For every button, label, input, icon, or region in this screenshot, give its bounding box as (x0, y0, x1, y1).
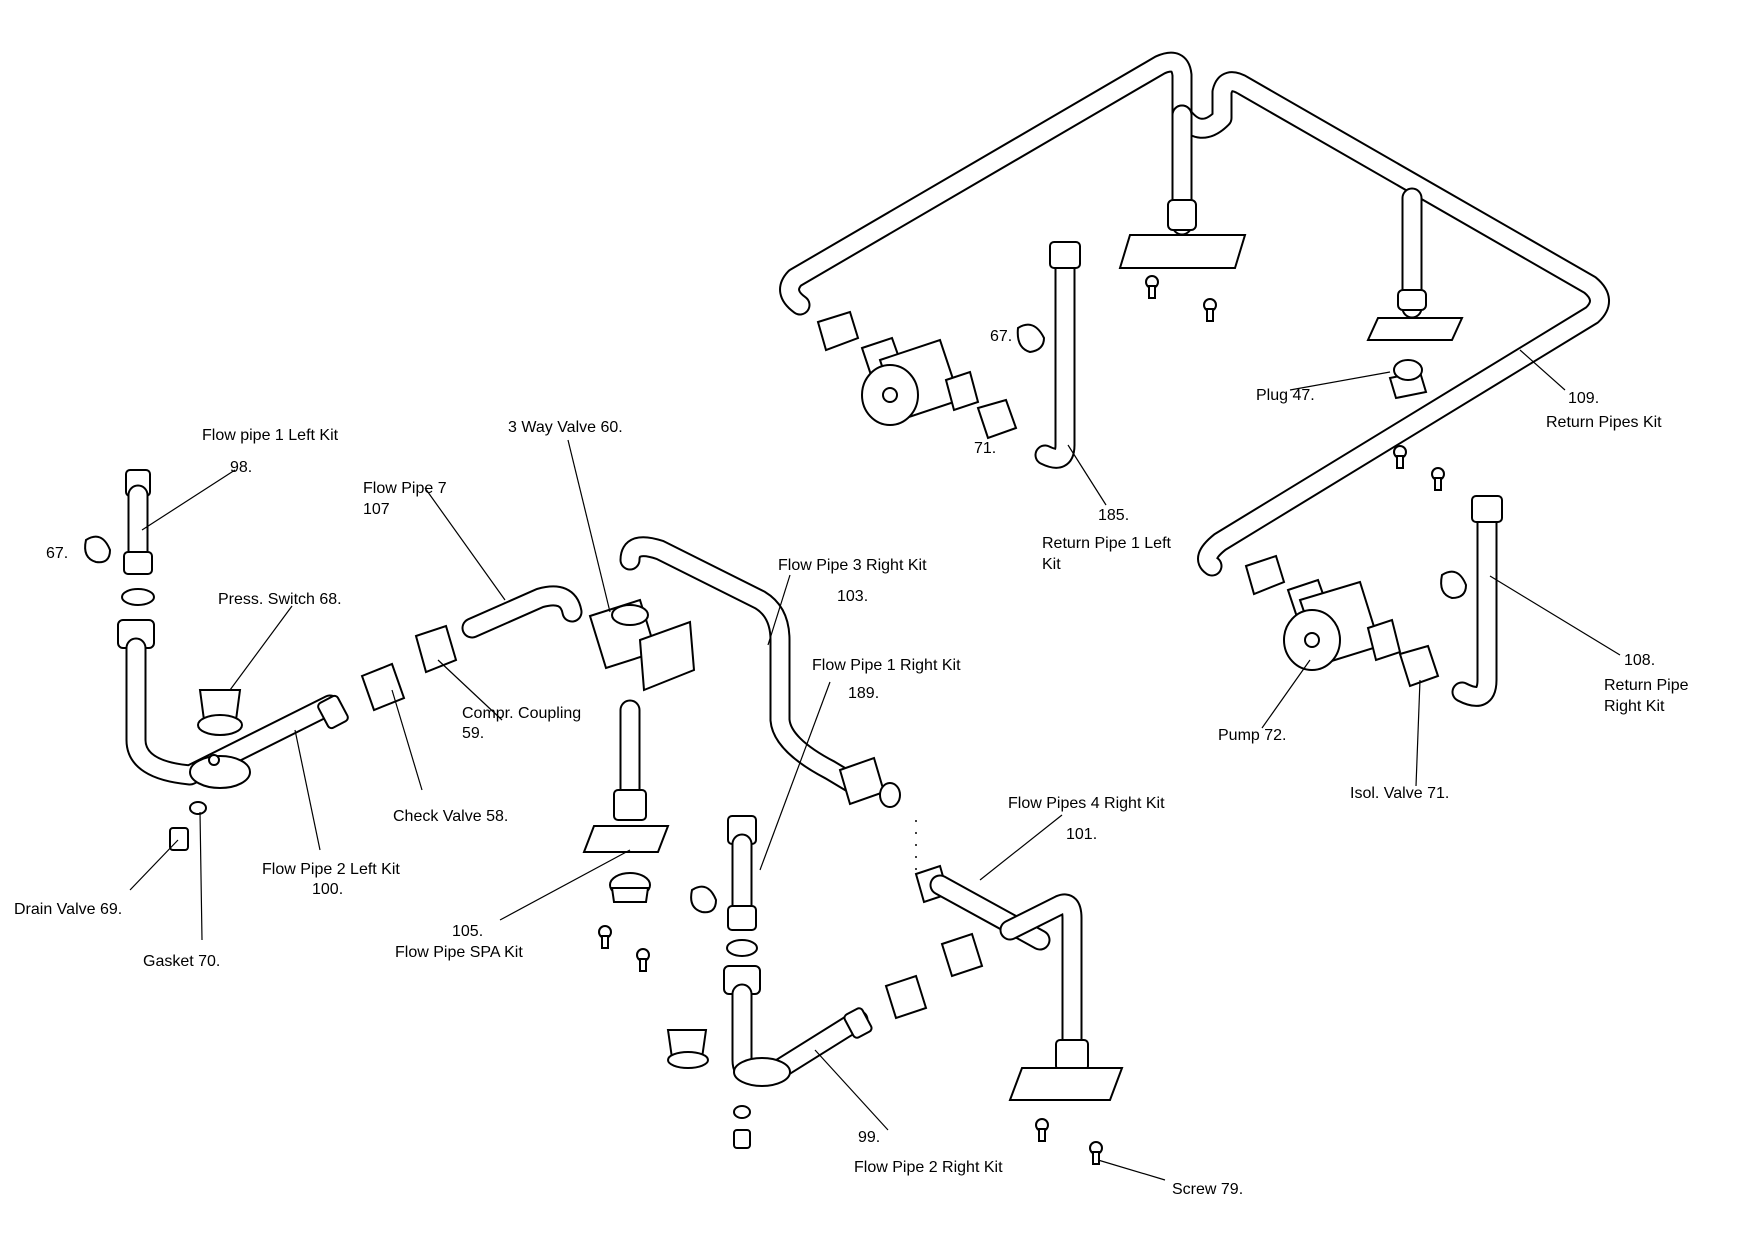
label-return-pipe-1-left-kit-1: Return Pipe 1 Left (1042, 535, 1172, 552)
compression-coupling-icon (940, 932, 984, 978)
screw-icon (1393, 445, 1407, 469)
label-185: 185. (1098, 507, 1129, 524)
label-59: 59. (462, 725, 484, 742)
label-return-pipes-kit: Return Pipes Kit (1546, 414, 1662, 431)
check-valve-icon (884, 974, 928, 1020)
screw-icon (636, 948, 650, 972)
flow-pipe-2-right (723, 965, 873, 1087)
label-plug: Plug 47. (1256, 387, 1315, 404)
plug-icon (1388, 359, 1428, 400)
drain-valve-icon (169, 827, 189, 851)
pressure-switch-icon (666, 1029, 709, 1069)
label-pump: Pump 72. (1218, 727, 1286, 744)
leader-lines (129, 349, 1621, 1181)
label-return-pipe-right-kit-1: Return Pipe (1604, 677, 1689, 694)
label-3-way-valve: 3 Way Valve 60. (508, 419, 623, 436)
clip-icon (690, 885, 718, 914)
check-valve-icon (360, 662, 406, 712)
label-67-left: 67. (46, 545, 68, 562)
clip-icon (1440, 570, 1468, 600)
flow-pipe-1-left (121, 469, 155, 606)
screw-icon (1145, 275, 1159, 299)
label-flow-pipe-spa-kit: Flow Pipe SPA Kit (395, 944, 523, 961)
screw-icon (598, 925, 612, 949)
flow-pipe-1-right (726, 815, 758, 957)
label-101: 101. (1066, 826, 1097, 843)
return-pipe-1-left (1034, 241, 1081, 469)
flow-pipe-spa (582, 699, 670, 903)
label-gasket: Gasket 70. (143, 953, 220, 970)
label-108: 108. (1624, 652, 1655, 669)
pump-assembly-right (1244, 554, 1440, 688)
label-isol-valve: Isol. Valve 71. (1350, 785, 1449, 802)
label-103: 103. (837, 588, 868, 605)
return-pipes-kit (779, 51, 1610, 577)
screw-icon (1203, 298, 1217, 322)
label-109: 109. (1568, 390, 1599, 407)
gasket-icon (189, 801, 207, 815)
label-flow-pipe-1-left-kit: Flow pipe 1 Left Kit (202, 427, 339, 444)
screw-icon (1035, 1118, 1049, 1142)
three-way-valve-icon (588, 598, 696, 692)
screw-icon (1431, 467, 1445, 491)
label-compr-coupling: Compr. Coupling (462, 705, 581, 722)
label-107: 107 (363, 501, 390, 518)
label-flow-pipe-1-right-kit: Flow Pipe 1 Right Kit (812, 657, 961, 674)
pressure-switch-icon (197, 689, 243, 736)
label-press-switch: Press. Switch 68. (218, 591, 342, 608)
label-105: 105. (452, 923, 483, 940)
label-drain-valve: Drain Valve 69. (14, 901, 122, 918)
riser-flange-right (1366, 317, 1464, 341)
label-99: 99. (858, 1129, 880, 1146)
label-screw: Screw 79. (1172, 1181, 1243, 1198)
flow-pipe-7 (461, 585, 583, 639)
label-flow-pipe-2-left-kit: Flow Pipe 2 Left Kit (262, 861, 400, 878)
compression-coupling-icon (414, 624, 458, 674)
label-98: 98. (230, 459, 252, 476)
return-pipe-right (1451, 495, 1503, 707)
flow-pipe-2-left (117, 619, 349, 789)
label-67-top: 67. (990, 328, 1012, 345)
screw-icon (1089, 1141, 1103, 1165)
label-check-valve: Check Valve 58. (393, 808, 508, 825)
label-71-top: 71. (974, 440, 996, 457)
label-189: 189. (848, 685, 879, 702)
flow-pipe-3-right (619, 536, 886, 806)
label-return-pipe-1-left-kit-2: Kit (1042, 556, 1061, 573)
label-100: 100. (312, 881, 343, 898)
label-flow-pipe-7: Flow Pipe 7 (363, 480, 447, 497)
clip-icon (1016, 323, 1046, 354)
clip-icon (84, 535, 112, 564)
label-flow-pipes-4-right-kit: Flow Pipes 4 Right Kit (1008, 795, 1165, 812)
label-return-pipe-right-kit-2: Right Kit (1604, 698, 1665, 715)
flow-pipes-4-right (914, 864, 1124, 1101)
riser-flange-left (1118, 234, 1247, 269)
pump-assembly-top (816, 310, 1018, 440)
label-flow-pipe-3-right-kit: Flow Pipe 3 Right Kit (778, 557, 927, 574)
label-flow-pipe-2-right-kit: Flow Pipe 2 Right Kit (854, 1159, 1003, 1176)
